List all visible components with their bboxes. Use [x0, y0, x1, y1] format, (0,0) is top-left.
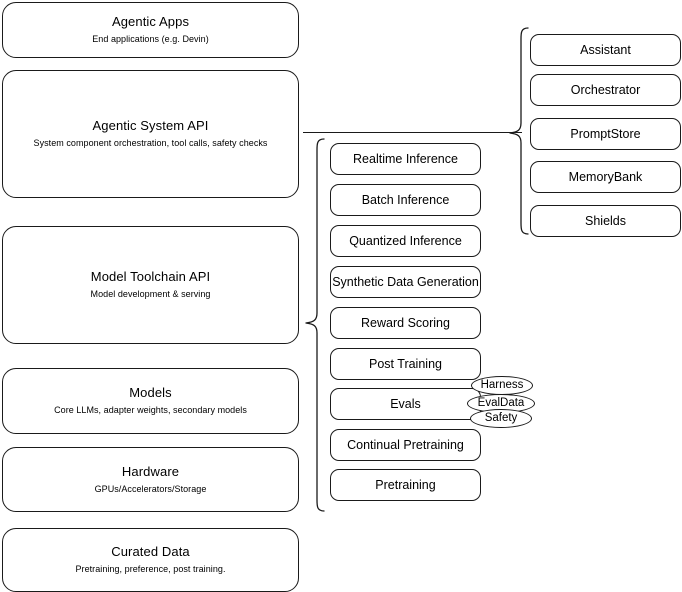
component-box-quantized-inference[interactable]: Quantized Inference [330, 225, 481, 257]
layer-title: Agentic Apps [111, 14, 190, 29]
layer-subtitle: GPUs/Accelerators/Storage [94, 483, 207, 494]
brace-toolchain-components [305, 138, 325, 512]
layer-subtitle: System component orchestration, tool cal… [33, 138, 268, 148]
component-label: Batch Inference [361, 192, 450, 207]
component-box-realtime-inference[interactable]: Realtime Inference [330, 143, 481, 175]
layer-subtitle: Model development & serving [90, 289, 211, 299]
layer-subtitle: End applications (e.g. Devin) [92, 34, 209, 44]
layer-box-curated-data[interactable]: Curated Data Pretraining, preference, po… [2, 528, 299, 592]
component-box-pretraining[interactable]: Pretraining [330, 469, 481, 501]
brace-system-components [509, 27, 529, 235]
component-box-shields[interactable]: Shields [530, 205, 681, 237]
component-box-batch-inference[interactable]: Batch Inference [330, 184, 481, 216]
component-label: Orchestrator [570, 82, 641, 97]
layer-title: Models [129, 385, 172, 400]
component-box-memorybank[interactable]: MemoryBank [530, 161, 681, 193]
component-label: Reward Scoring [361, 315, 450, 330]
component-box-promptstore[interactable]: PromptStore [530, 118, 681, 150]
badge-label: Harness [480, 379, 524, 391]
component-box-assistant[interactable]: Assistant [530, 34, 681, 66]
component-box-continual-pretraining[interactable]: Continual Pretraining [330, 429, 481, 461]
connector-line-system-api-to-components [303, 132, 522, 134]
component-label: Continual Pretraining [347, 437, 464, 452]
badge-safety[interactable]: Safety [470, 409, 532, 428]
badge-label: Safety [484, 412, 518, 424]
layer-box-model-toolchain-api[interactable]: Model Toolchain API Model development & … [2, 226, 299, 344]
layer-box-models[interactable]: Models Core LLMs, adapter weights, secon… [2, 368, 299, 434]
component-box-synthetic-data-generation[interactable]: Synthetic Data Generation [330, 266, 481, 298]
component-label: Evals [390, 396, 421, 411]
layer-box-agentic-apps[interactable]: Agentic Apps End applications (e.g. Devi… [2, 2, 299, 58]
component-label: Shields [585, 213, 626, 228]
component-box-orchestrator[interactable]: Orchestrator [530, 74, 681, 106]
layer-title: Agentic System API [92, 118, 209, 133]
layer-title: Curated Data [111, 544, 190, 559]
component-label: Quantized Inference [349, 233, 462, 248]
component-box-reward-scoring[interactable]: Reward Scoring [330, 307, 481, 339]
component-label: Post Training [369, 356, 442, 371]
layer-box-hardware[interactable]: Hardware GPUs/Accelerators/Storage [2, 447, 299, 512]
layer-subtitle: Core LLMs, adapter weights, secondary mo… [54, 405, 247, 415]
component-label: Synthetic Data Generation [332, 274, 479, 289]
layer-title: Hardware [121, 463, 180, 479]
component-box-post-training[interactable]: Post Training [330, 348, 481, 380]
component-label: Assistant [580, 42, 631, 57]
badge-label: EvalData [477, 397, 525, 409]
layer-box-agentic-system-api[interactable]: Agentic System API System component orch… [2, 70, 299, 198]
component-label: Pretraining [375, 477, 436, 492]
badge-harness[interactable]: Harness [471, 376, 533, 395]
component-label: MemoryBank [568, 169, 643, 184]
component-label: Realtime Inference [353, 151, 458, 166]
layer-subtitle: Pretraining, preference, post training. [75, 564, 226, 574]
component-label: PromptStore [570, 126, 641, 141]
layer-title: Model Toolchain API [90, 269, 211, 284]
component-box-evals[interactable]: Evals [330, 388, 481, 420]
